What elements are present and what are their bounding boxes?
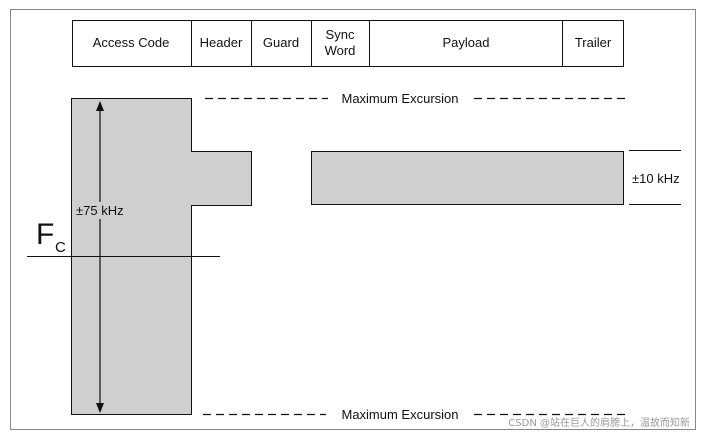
max-excursion-top-label: Maximum Excursion [341, 91, 458, 106]
field-guard-label: Guard [263, 35, 299, 50]
field-access-code [72, 20, 192, 67]
field-trailer [562, 20, 624, 67]
field-trailer-label: Trailer [575, 35, 612, 50]
field-payload [369, 20, 563, 67]
fc-label-subscript: C [55, 239, 66, 256]
payload-deviation-band [311, 151, 624, 205]
field-sync-label-line2: Word [325, 43, 356, 58]
packet-field-row: Access Code Header Guard Sync Word Paylo… [72, 20, 624, 67]
outer-frame [10, 9, 696, 430]
watermark-text: CSDN @站在巨人的肩膀上，温故而知新 [508, 416, 690, 429]
max-excursion-bottom-label: Maximum Excursion [341, 407, 458, 422]
field-sync-label-line1: Sync [326, 27, 355, 42]
deviation-75khz-label: ±75 kHz [76, 203, 124, 218]
field-header [191, 20, 252, 67]
fc-label-main: F [36, 218, 54, 251]
field-sync-word [311, 20, 370, 67]
field-access-code-label: Access Code [93, 35, 170, 50]
deviation-10khz-label: ±10 kHz [632, 171, 680, 186]
deviation-75khz-label-bg [75, 202, 127, 219]
field-header-label: Header [200, 35, 243, 50]
field-payload-label: Payload [443, 35, 490, 50]
